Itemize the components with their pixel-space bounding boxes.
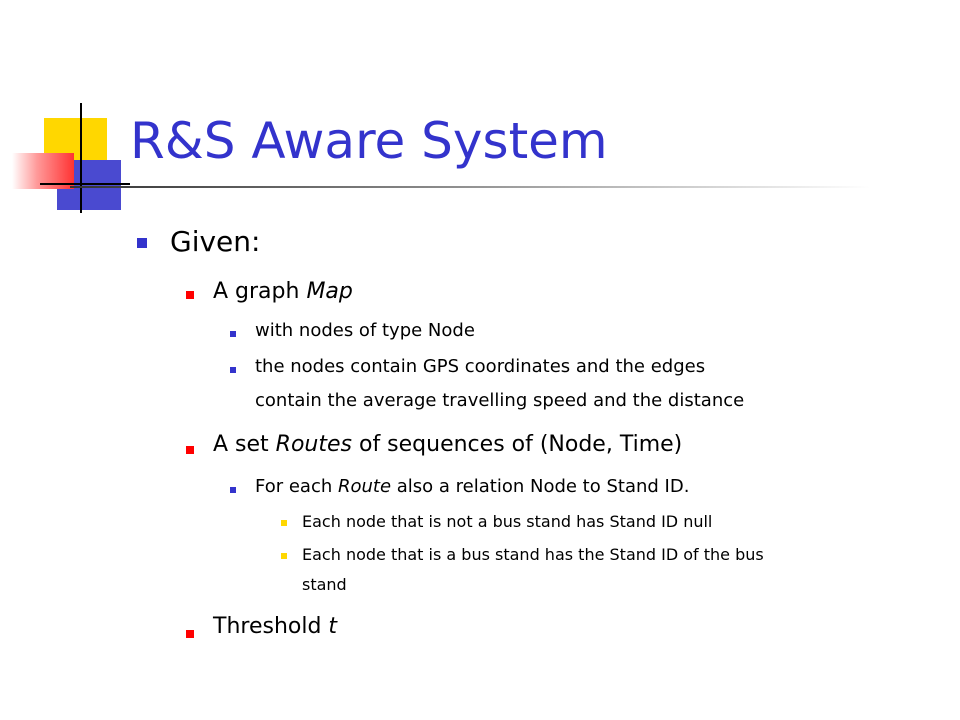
bullet-level2 [186, 446, 194, 454]
bullet-level3 [230, 367, 236, 373]
heading-given: Given: [170, 225, 261, 258]
item-nodes-gps-line2: contain the average travelling speed and… [255, 390, 745, 411]
bullet-level4 [281, 520, 287, 526]
item-threshold-prefix: Threshold [213, 614, 329, 639]
bullet-level1 [137, 238, 147, 248]
item-is-stand-line1: Each node that is a bus stand has the St… [302, 545, 764, 564]
slide-title: R&S Aware System [130, 112, 608, 170]
item-nodes-type: with nodes of type Node [255, 320, 475, 341]
item-threshold-italic: t [328, 614, 338, 639]
logo-vertical-line [80, 103, 82, 213]
item-routes-prefix: A set [213, 432, 276, 457]
item-routes-suffix: of sequences of (Node, Time) [351, 432, 683, 457]
title-underline [70, 186, 870, 188]
item-not-stand: Each node that is not a bus stand has St… [302, 512, 713, 531]
item-foreach-route: For each Route also a relation Node to S… [255, 476, 689, 498]
item-nodes-gps-line1: the nodes contain GPS coordinates and th… [255, 356, 706, 377]
bullet-level3 [230, 331, 236, 337]
item-graph-prefix: A graph [213, 279, 307, 304]
item-graph-italic: Map [306, 279, 353, 304]
item-graph-map: A graph Map [213, 279, 353, 305]
item-is-stand-line2: stand [302, 575, 347, 594]
bullet-level3 [230, 487, 236, 493]
item-routes-italic: Routes [275, 432, 352, 457]
bullet-level4 [281, 553, 287, 559]
item-threshold: Threshold t [213, 614, 337, 640]
bullet-level2 [186, 291, 194, 299]
bullet-level2 [186, 630, 194, 638]
item-foreach-italic: Route [337, 476, 392, 497]
item-foreach-prefix: For each [255, 476, 338, 497]
logo-horizontal-line [40, 183, 130, 185]
item-foreach-suffix: also a relation Node to Stand ID. [391, 476, 690, 497]
item-routes: A set Routes of sequences of (Node, Time… [213, 432, 682, 458]
